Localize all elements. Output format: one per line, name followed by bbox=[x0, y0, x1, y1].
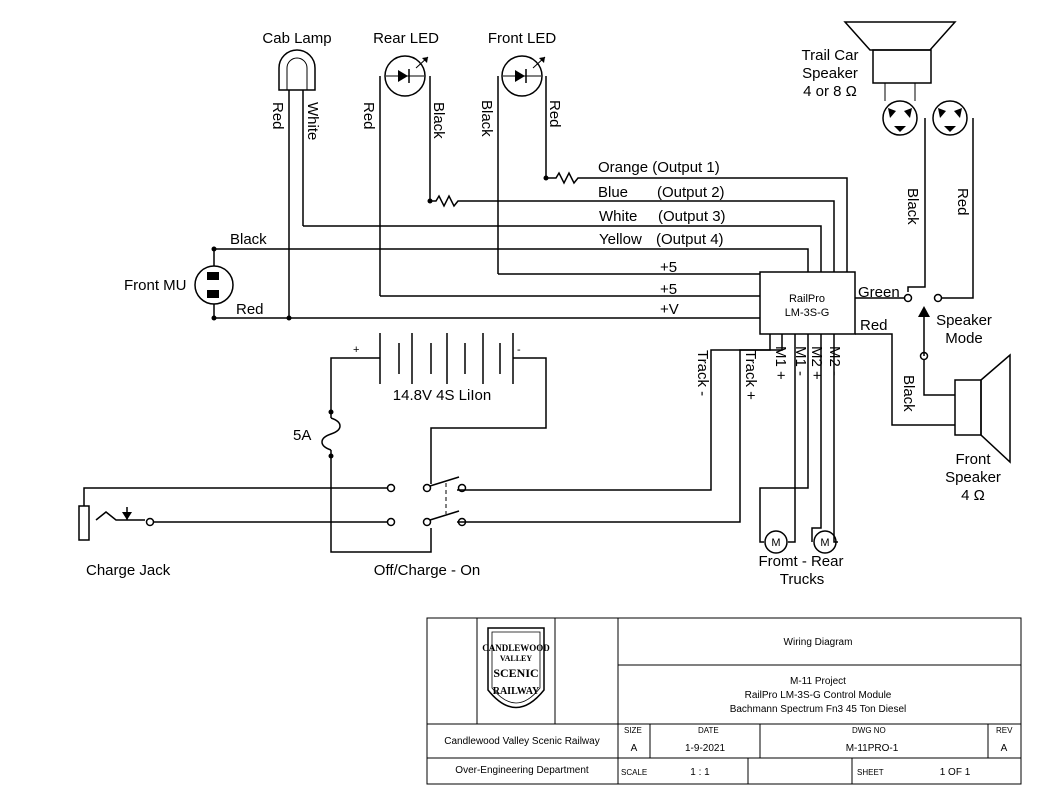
front-mu-black-wire-label: Black bbox=[230, 231, 267, 248]
front-truck-motor: M bbox=[764, 530, 788, 554]
front-mu-label: Front MU bbox=[124, 277, 187, 294]
trail-speaker-black-wire-label: Black bbox=[904, 188, 921, 225]
front-led-red-wire-label: Red bbox=[546, 100, 563, 128]
battery-minus-label: - bbox=[517, 344, 521, 356]
loco-line: Bachmann Spectrum Fn3 45 Ton Diesel bbox=[730, 704, 907, 715]
yellow-wire-label: Yellow bbox=[599, 231, 642, 248]
front-led-black-wire-label: Black bbox=[478, 100, 495, 137]
track-minus-label: Track - bbox=[694, 350, 711, 396]
battery bbox=[379, 333, 514, 384]
front-mu-red-wire-label: Red bbox=[236, 301, 264, 318]
trucks-label-1: Fromt - Rear bbox=[758, 553, 843, 570]
speaker-mode-label-1: Speaker bbox=[936, 312, 992, 329]
blue-wire-label: Blue bbox=[598, 184, 628, 201]
rear-truck-motor-glyph: M bbox=[820, 537, 829, 549]
title-block bbox=[426, 617, 1022, 785]
rev-label: REV bbox=[996, 726, 1013, 735]
trail-speaker-label-3: 4 or 8 Ω bbox=[803, 83, 857, 100]
front-truck-motor-glyph: M bbox=[771, 537, 780, 549]
cab-lamp bbox=[278, 49, 316, 91]
track-plus-label: Track + bbox=[742, 350, 759, 400]
sheet-value: 1 OF 1 bbox=[940, 767, 971, 778]
trail-speaker-label-1: Trail Car bbox=[802, 47, 859, 64]
sheet-label: SHEET bbox=[857, 768, 884, 777]
m1-plus-label: M1 + bbox=[772, 346, 789, 380]
rear-led-red-wire-label: Red bbox=[360, 102, 377, 130]
date-value: 1-9-2021 bbox=[685, 743, 725, 754]
battery-label: 14.8V 4S LiIon bbox=[393, 387, 491, 404]
size-label: SIZE bbox=[624, 726, 642, 735]
front-mu bbox=[194, 246, 234, 321]
rev-value: A bbox=[1001, 743, 1008, 754]
cab-lamp-label: Cab Lamp bbox=[262, 30, 331, 47]
front-speaker bbox=[954, 353, 1011, 464]
front-led-label: Front LED bbox=[488, 30, 557, 47]
rear-led-resistor bbox=[427, 194, 462, 208]
off-charge-on-switch bbox=[386, 476, 467, 527]
charge-jack-label: Charge Jack bbox=[86, 562, 171, 579]
logo-text-1: CANDLEWOOD bbox=[482, 643, 550, 653]
department-name: Over-Engineering Department bbox=[455, 765, 589, 776]
dwg-no-value: M-11PRO-1 bbox=[846, 743, 899, 754]
date-label: DATE bbox=[698, 726, 719, 735]
trail-car-speaker bbox=[843, 21, 957, 84]
decoder-label-2: LM-3S-G bbox=[785, 307, 830, 319]
fuse-label: 5A bbox=[293, 427, 311, 444]
module-line: RailPro LM-3S-G Control Module bbox=[745, 690, 892, 701]
plus5-label-1: +5 bbox=[660, 259, 677, 276]
project-line: M-11 Project bbox=[790, 676, 846, 687]
charge-jack bbox=[78, 487, 387, 541]
speaker-mode-label-2: Mode bbox=[945, 330, 983, 347]
trail-speaker-connector-2 bbox=[932, 100, 968, 136]
front-speaker-label-3: 4 Ω bbox=[961, 487, 985, 504]
white-wire-label: White bbox=[599, 208, 637, 225]
trail-speaker-label-2: Speaker bbox=[802, 65, 858, 82]
company-name: Candlewood Valley Scenic Railway bbox=[444, 736, 599, 747]
rear-truck-motor: M bbox=[813, 530, 837, 554]
cab-lamp-red-wire-label: Red bbox=[269, 102, 286, 130]
cvsr-logo: CANDLEWOOD VALLEY SCENIC RAILWAY bbox=[476, 617, 556, 725]
m2-minus-label: M2 - bbox=[826, 346, 843, 376]
m1-minus-label: M1 - bbox=[792, 346, 809, 376]
trail-speaker-connector-1 bbox=[882, 100, 918, 136]
front-led bbox=[501, 55, 546, 97]
scale-value: 1 : 1 bbox=[690, 767, 710, 778]
plus5-label-2: +5 bbox=[660, 281, 677, 298]
trail-speaker-red-wire-label: Red bbox=[954, 188, 971, 216]
trucks-label-2: Trucks bbox=[780, 571, 824, 588]
plusv-label: +V bbox=[660, 301, 679, 318]
orange-output1-label: Orange (Output 1) bbox=[598, 159, 720, 176]
switch-label: Off/Charge - On bbox=[374, 562, 480, 579]
rear-led-black-wire-label: Black bbox=[430, 102, 447, 139]
front-speaker-label-1: Front bbox=[955, 451, 991, 468]
m2-plus-label: M2 + bbox=[808, 346, 825, 380]
logo-text-3: SCENIC bbox=[493, 666, 538, 680]
logo-text-2: VALLEY bbox=[500, 654, 533, 663]
dwg-no-label: DWG NO bbox=[852, 726, 886, 735]
logo-text-4: RAILWAY bbox=[493, 686, 540, 697]
green-wire-label: Green bbox=[858, 284, 900, 301]
output3-label: (Output 3) bbox=[658, 208, 726, 225]
battery-plus-label: + bbox=[353, 344, 359, 356]
cab-lamp-white-wire-label: White bbox=[304, 102, 321, 140]
front-speaker-label-2: Speaker bbox=[945, 469, 1001, 486]
red-wire-label-decoder: Red bbox=[860, 317, 888, 334]
decoder-label-1: RailPro bbox=[789, 293, 825, 305]
front-speaker-black-wire-label: Black bbox=[900, 375, 917, 412]
output2-label: (Output 2) bbox=[657, 184, 725, 201]
rear-led-label: Rear LED bbox=[373, 30, 439, 47]
front-led-resistor bbox=[543, 171, 582, 185]
rear-led bbox=[384, 55, 429, 97]
scale-label: SCALE bbox=[621, 768, 647, 777]
output4-label: (Output 4) bbox=[656, 231, 724, 248]
size-value: A bbox=[631, 743, 638, 754]
drawing-title: Wiring Diagram bbox=[784, 637, 853, 648]
